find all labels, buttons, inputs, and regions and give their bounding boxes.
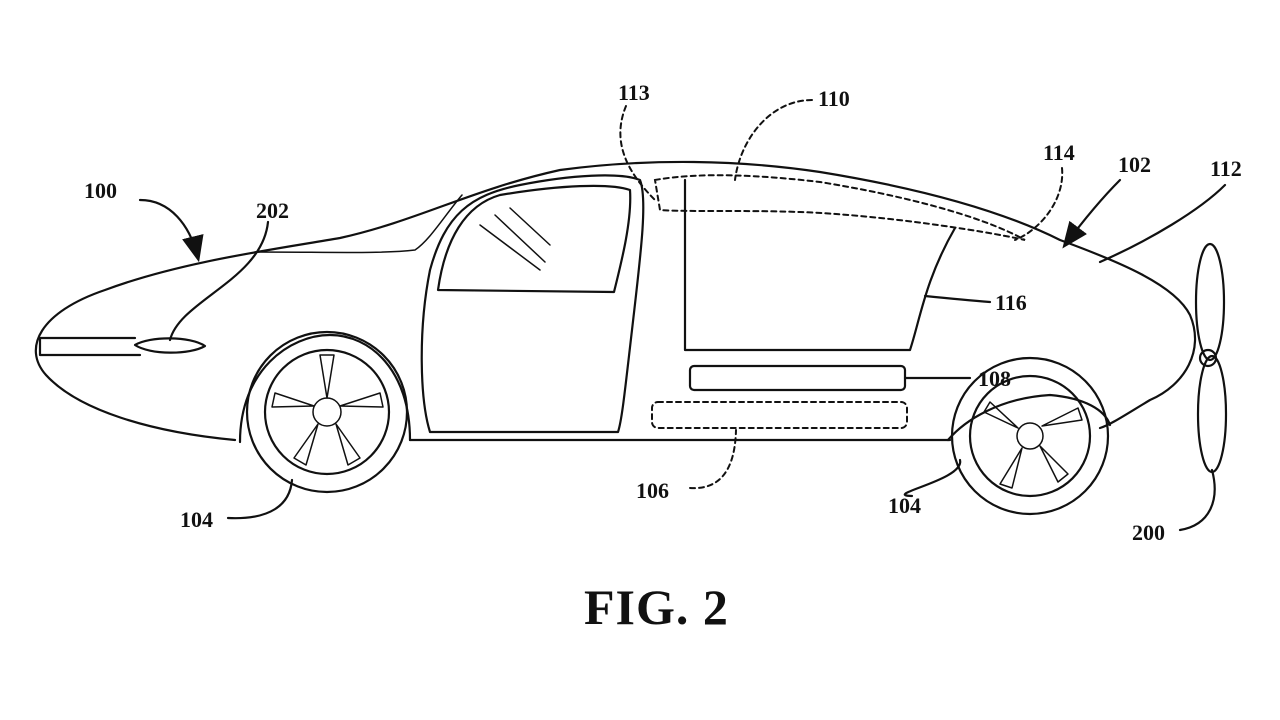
leader-114 (1014, 167, 1064, 241)
leader-202 (168, 220, 270, 342)
ref-100: 100 (84, 178, 117, 203)
ref-202: 202 (256, 198, 289, 223)
ref-112: 112 (1210, 156, 1242, 181)
ref-113: 113 (618, 80, 650, 105)
propeller-blade-lower (1196, 354, 1228, 474)
front-wheel-rim (263, 348, 391, 476)
ref-108: 108 (978, 366, 1011, 391)
leader-100 (138, 198, 204, 263)
front-wheel-spokes (271, 354, 384, 466)
ref-116: 116 (995, 290, 1027, 315)
rear-wheel-spokes (983, 401, 1083, 489)
battery-pack (651, 401, 908, 429)
leader-102 (1062, 178, 1122, 249)
ref-200: 200 (1132, 520, 1165, 545)
rear-wheel-tire (950, 356, 1110, 516)
rear-wheel-rim (968, 374, 1092, 498)
front-door (420, 174, 645, 434)
leader-104-front (226, 478, 294, 520)
leader-106 (689, 429, 737, 490)
leader-104-rear (903, 458, 962, 498)
car-body-outline (34, 160, 1196, 442)
leader-200 (1178, 468, 1216, 532)
side-intake (38, 336, 142, 357)
ref-114: 114 (1043, 140, 1075, 165)
leader-110 (734, 99, 813, 181)
rear-door-opening (683, 178, 957, 352)
window-reflection-2 (494, 214, 546, 263)
side-panel (688, 364, 907, 392)
leader-112 (1098, 183, 1227, 264)
front-window (436, 184, 632, 294)
hood-crease (254, 194, 463, 254)
ref-110: 110 (818, 86, 850, 111)
rear-wheel-arch (946, 393, 1112, 442)
leader-113 (619, 105, 656, 201)
ref-104-rear: 104 (888, 493, 921, 518)
leader-116 (923, 294, 992, 304)
ref-104-front: 104 (180, 507, 213, 532)
side-intake-fin (133, 337, 207, 354)
ref-102: 102 (1118, 152, 1151, 177)
front-wheel-hub (312, 397, 342, 427)
front-wheel-tire (245, 330, 409, 494)
figure-caption: FIG. 2 (584, 579, 729, 635)
stowed-wing (653, 174, 1026, 241)
ref-106: 106 (636, 478, 669, 503)
propeller-blade-upper (1194, 242, 1226, 362)
window-reflection-3 (509, 207, 551, 246)
rear-wheel-hub (1016, 422, 1044, 450)
window-reflection-1 (479, 224, 541, 271)
propeller-hub (1198, 348, 1218, 368)
